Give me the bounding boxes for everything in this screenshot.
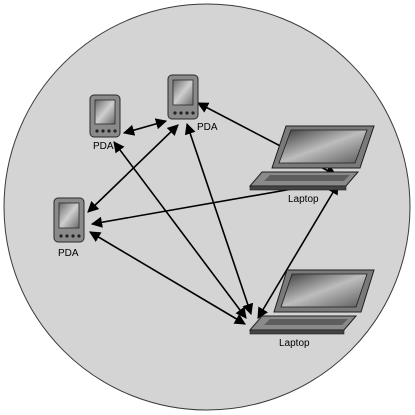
pda-b-label: PDA (197, 122, 218, 133)
link-pda-c-laptop-b (89, 231, 246, 325)
pda-icon (53, 197, 85, 243)
pda-a-label: PDA (93, 141, 114, 152)
pda-icon (89, 94, 121, 138)
laptop-a-label: Laptop (288, 194, 319, 205)
link-laptop-a-laptop-b (257, 183, 339, 319)
pda-c-label: PDA (58, 248, 79, 259)
laptop-icon (248, 125, 375, 191)
laptop-icon (248, 269, 375, 335)
pda-icon (167, 74, 199, 120)
laptop-b-label: Laptop (279, 338, 310, 349)
